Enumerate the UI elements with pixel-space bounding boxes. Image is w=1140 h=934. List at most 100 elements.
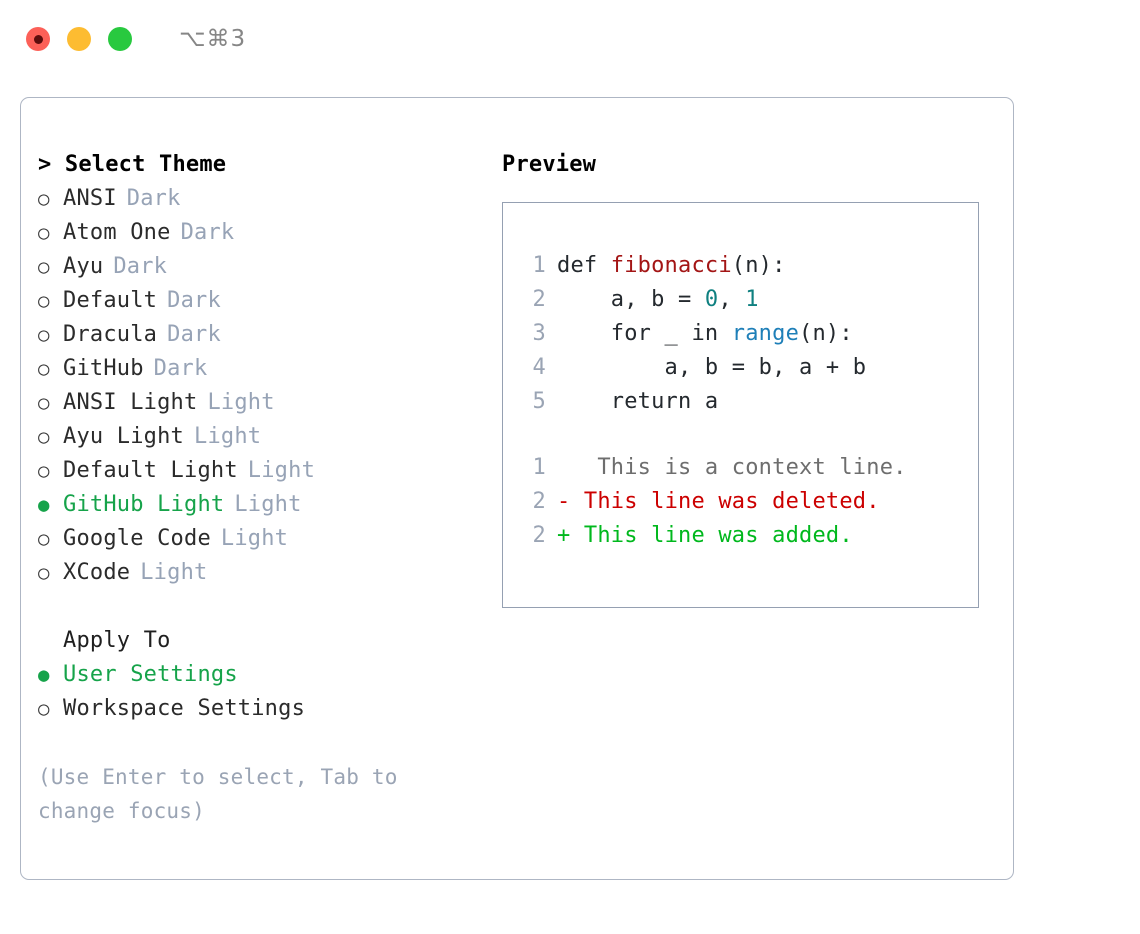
theme-option-ayu[interactable]: ○ Ayu Dark [38,250,493,284]
minimize-button[interactable] [67,27,91,51]
code-token-function: fibonacci [610,253,732,278]
theme-label: XCode [63,560,131,585]
main-panel: > Select Theme ○ ANSI Dark ○ Atom One Da… [20,97,1014,880]
theme-label: GitHub [63,356,144,381]
code-token: (n): [799,321,853,346]
apply-to-label: Workspace Settings [63,696,306,721]
theme-variant-tag: Dark [126,186,181,211]
theme-option-default[interactable]: ○ Default Dark [38,284,493,318]
code-line: 5 return a [520,385,978,419]
theme-variant-tag: Dark [167,288,221,313]
preview-box: 1 def fibonacci(n): 2 a, b = 0, 1 3 for … [502,202,979,608]
theme-label: Ayu [63,254,104,279]
section-spacer [38,590,493,624]
radio-icon: ○ [38,256,50,278]
diff-separator [520,419,978,451]
code-token-call: range [731,321,800,346]
theme-label: Ayu Light [63,424,185,449]
theme-variant-tag: Dark [153,356,208,381]
diff-text: This line was deleted. [570,489,880,514]
code-token-number: 0 [704,287,719,312]
title-bar: ⌥⌘3 [0,0,1140,78]
theme-label: Default Light [63,458,238,483]
select-theme-title: Select Theme [64,152,227,177]
radio-icon: ○ [38,392,50,414]
window-controls [26,27,132,51]
code-token: def [557,253,611,278]
line-number: 4 [532,355,546,380]
preview-column: Preview 1 def fibonacci(n): 2 a, b = 0, … [502,148,997,608]
line-number: 2 [532,523,546,548]
theme-label: Dracula [63,322,158,347]
theme-label: Google Code [63,526,211,551]
recording-dot-icon [33,34,43,44]
theme-label: Default [63,288,158,313]
focus-marker: > [38,152,52,177]
diff-sign: + [557,523,571,548]
radio-icon: ○ [38,698,50,720]
theme-option-atom-one[interactable]: ○ Atom One Dark [38,216,493,250]
code-token: , [718,287,746,312]
theme-picker-column: > Select Theme ○ ANSI Dark ○ Atom One Da… [38,148,493,828]
diff-text: This line was added. [570,523,853,548]
apply-to-header: Apply To [63,628,171,653]
diff-sign [557,451,570,485]
code-line: 4 a, b = b, a + b [520,351,978,385]
theme-option-github-light[interactable]: ● GitHub Light Light [38,488,493,522]
code-line: 1 def fibonacci(n): [520,249,978,283]
theme-option-xcode[interactable]: ○ XCode Light [38,556,493,590]
theme-variant-tag: Dark [180,220,235,245]
theme-option-ayu-light[interactable]: ○ Ayu Light Light [38,420,493,454]
line-number: 2 [532,489,546,514]
theme-option-default-light[interactable]: ○ Default Light Light [38,454,493,488]
code-token: for _ in [557,321,732,346]
code-token: a, b = b, a + b [557,355,867,380]
theme-variant-tag: Dark [113,254,168,279]
diff-line-added: 2 + This line was added. [520,519,978,553]
line-number: 5 [532,389,546,414]
diff-line-deleted: 2 - This line was deleted. [520,485,978,519]
line-number: 2 [532,287,546,312]
theme-variant-tag: Light [234,492,302,517]
theme-option-google-code[interactable]: ○ Google Code Light [38,522,493,556]
preview-title: Preview [502,152,597,177]
diff-line-context: 1 This is a context line. [520,451,978,485]
line-number: 1 [532,455,546,480]
diff-sign: - [557,489,571,514]
radio-icon: ○ [38,358,50,380]
theme-variant-tag: Light [207,390,275,415]
code-line: 2 a, b = 0, 1 [520,283,978,317]
keyboard-hint-text: (Use Enter to select, Tab to change focu… [38,765,398,823]
theme-variant-tag: Dark [167,322,221,347]
zoom-button[interactable] [108,27,132,51]
theme-variant-tag: Light [220,526,289,551]
theme-option-ansi-light[interactable]: ○ ANSI Light Light [38,386,493,420]
theme-label: ANSI Light [63,390,198,415]
line-number: 3 [532,321,546,346]
radio-icon: ○ [38,562,50,584]
radio-icon: ○ [38,528,50,550]
keyboard-shortcut-label: ⌥⌘3 [179,26,247,52]
diff-text: This is a context line. [570,455,907,480]
theme-variant-tag: Light [194,424,262,449]
theme-label: ANSI [63,186,117,211]
theme-option-github[interactable]: ○ GitHub Dark [38,352,493,386]
line-number: 1 [532,253,546,278]
code-token: return a [557,389,719,414]
theme-option-ansi[interactable]: ○ ANSI Dark [38,182,493,216]
apply-to-option-user-settings[interactable]: ● User Settings [38,658,493,692]
code-line: 3 for _ in range(n): [520,317,978,351]
theme-variant-tag: Light [247,458,316,483]
theme-label: Atom One [63,220,171,245]
close-button[interactable] [26,27,50,51]
radio-icon: ○ [38,222,50,244]
radio-icon: ○ [38,188,50,210]
code-token: a, b = [557,287,705,312]
radio-icon: ○ [38,290,50,312]
select-theme-header: > Select Theme [38,148,493,182]
theme-option-dracula[interactable]: ○ Dracula Dark [38,318,493,352]
radio-icon: ○ [38,426,50,448]
apply-to-option-workspace-settings[interactable]: ○ Workspace Settings [38,692,493,726]
radio-selected-icon: ● [38,664,50,686]
